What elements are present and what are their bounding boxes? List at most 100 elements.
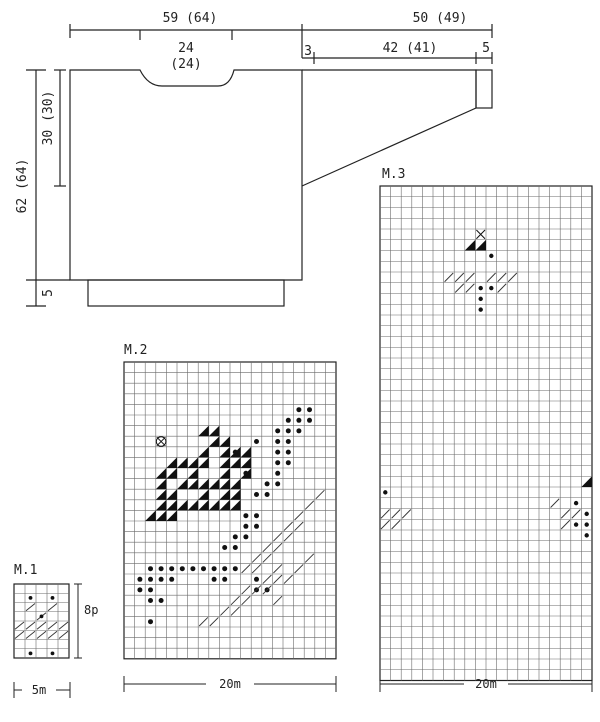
slash-stitch: [14, 621, 25, 630]
filled-triangle-stitch: [155, 489, 167, 500]
dot-stitch: [190, 566, 196, 572]
dot-stitch: [50, 595, 55, 600]
dot-stitch: [275, 428, 281, 434]
dot-stitch: [169, 566, 175, 572]
slash-stitch: [36, 621, 47, 630]
chart-m1-width-label: 5m: [32, 683, 46, 697]
filled-triangle-stitch: [198, 478, 209, 490]
dot-stitch: [148, 619, 153, 625]
slash-stitch: [58, 630, 69, 639]
dot-stitch: [243, 470, 249, 476]
slash-stitch: [209, 617, 219, 627]
dot-stitch: [584, 533, 589, 538]
filled-triangle-stitch: [230, 446, 241, 458]
dot-stitch: [254, 492, 259, 497]
slash-stitch: [25, 603, 36, 612]
filled-triangle-stitch: [166, 489, 177, 500]
dot-stitch: [285, 460, 291, 466]
filled-triangle-stitch: [230, 499, 241, 511]
filled-triangle-stitch: [198, 489, 209, 500]
slash-stitch: [58, 621, 69, 630]
dot-stitch: [232, 545, 238, 550]
slash-stitch: [560, 519, 571, 530]
body-width-label: 59 (64): [163, 11, 218, 26]
filled-triangle-stitch: [464, 239, 476, 251]
slash-stitch: [294, 511, 304, 521]
slash-stitch: [230, 595, 240, 606]
slash-stitch: [36, 630, 47, 639]
dot-stitch: [243, 523, 249, 529]
dot-stitch: [285, 428, 291, 434]
dot-stitch: [158, 566, 164, 572]
dot-stitch: [264, 492, 270, 497]
filled-triangle-stitch: [219, 468, 230, 479]
dot-stitch: [254, 523, 259, 529]
slash-stitch: [241, 595, 251, 606]
dot-stitch: [264, 481, 270, 487]
dot-stitch: [296, 428, 302, 434]
filled-triangle-stitch: [219, 499, 230, 511]
filled-triangle-stitch: [208, 499, 220, 511]
neck-width-alt-label: (24): [170, 57, 201, 72]
slash-stitch: [273, 532, 283, 542]
slash-stitch: [444, 272, 454, 283]
slash-stitch: [391, 509, 401, 519]
slash-stitch: [497, 272, 507, 283]
dot-stitch: [148, 566, 153, 572]
chart-m2-dimensions: [123, 676, 337, 692]
filled-triangle-stitch: [155, 468, 167, 479]
filled-triangle-stitch: [475, 239, 486, 251]
slash-stitch: [454, 283, 465, 293]
dot-stitch: [254, 513, 259, 519]
dot-stitch: [584, 522, 589, 527]
slash-stitch: [273, 595, 283, 606]
slash-stitch: [251, 585, 262, 595]
slash-stitch: [25, 630, 36, 639]
filled-triangle-stitch: [208, 478, 220, 490]
slash-stitch: [571, 509, 581, 519]
slash-stitch: [47, 630, 58, 639]
dot-stitch: [383, 490, 388, 495]
slash-stitch: [262, 542, 272, 553]
filled-triangle-stitch: [187, 499, 199, 511]
chart-m2-grid: [123, 361, 337, 660]
dot-stitch: [275, 470, 281, 476]
chart-m1-height-label: 8p: [84, 603, 98, 617]
garment-schematic: [26, 24, 493, 307]
filled-triangle-stitch: [240, 446, 252, 458]
dot-stitch: [158, 576, 164, 582]
filled-triangle-stitch: [230, 457, 241, 468]
filled-triangle-stitch: [187, 478, 199, 490]
filled-triangle-stitch: [177, 499, 188, 511]
dot-stitch: [478, 285, 483, 291]
slash-stitch: [465, 283, 475, 293]
dot-stitch: [254, 576, 259, 582]
yoke-height-label: 30 (30): [41, 91, 56, 146]
dot-stitch: [285, 417, 291, 423]
slash-stitch: [283, 574, 293, 584]
slash-stitch: [283, 532, 293, 542]
slash-stitch: [241, 585, 251, 595]
filled-triangle-stitch: [155, 510, 167, 521]
dot-stitch: [584, 511, 589, 517]
filled-triangle-stitch: [208, 425, 220, 437]
dot-stitch: [275, 439, 281, 444]
dot-stitch: [148, 587, 153, 593]
dot-stitch: [307, 407, 312, 413]
filled-triangle-stitch: [240, 457, 252, 468]
dot-stitch: [137, 587, 143, 593]
dot-stitch: [28, 651, 33, 656]
filled-triangle-stitch: [219, 478, 230, 490]
dot-stitch: [296, 407, 302, 413]
slash-stitch: [273, 564, 283, 574]
filled-triangle-stitch: [198, 499, 209, 511]
filled-triangle-stitch: [145, 510, 156, 521]
filled-triangle-stitch: [219, 446, 230, 458]
dot-stitch: [573, 522, 579, 527]
slash-stitch: [465, 272, 475, 283]
sleeve-top-label: 42 (41): [383, 41, 438, 56]
slash-stitch: [262, 574, 272, 584]
slash-stitch: [304, 500, 315, 510]
filled-triangle-stitch: [177, 457, 188, 468]
